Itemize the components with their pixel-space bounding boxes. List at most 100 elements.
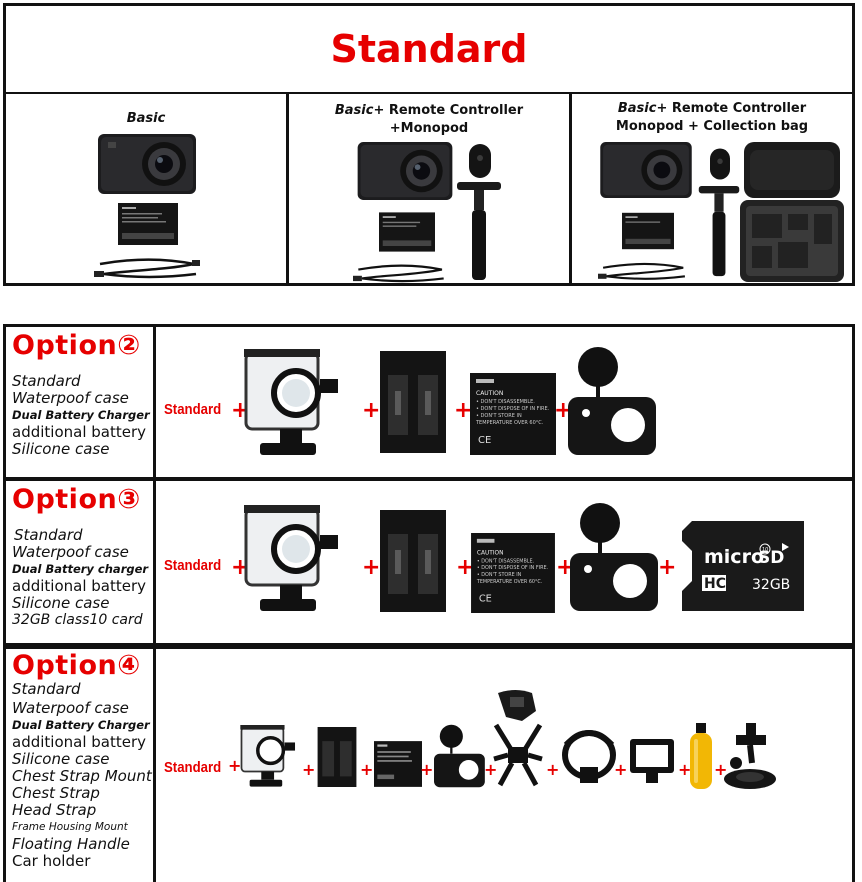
microsd-card-image: micro SD 10 HC 32GB bbox=[682, 521, 804, 611]
standard-columns: Basic bbox=[6, 92, 852, 283]
plus-sign: + bbox=[420, 760, 434, 779]
option-item: Silicone case bbox=[12, 440, 110, 458]
chest-strap-mount-image bbox=[498, 690, 536, 721]
option-2-list: Option② Standard Waterpoof case Dual Bat… bbox=[6, 327, 156, 477]
plus-sign: + bbox=[714, 760, 728, 779]
monopod-image bbox=[457, 182, 501, 280]
plus-sign: + bbox=[658, 555, 677, 580]
option-item: Silicone case bbox=[12, 750, 110, 768]
plus-sign: + bbox=[554, 398, 573, 423]
option-item: Standard bbox=[12, 680, 81, 698]
option-2-title: Option② bbox=[12, 330, 141, 361]
sd-capacity: 32GB bbox=[752, 577, 790, 593]
option-item: additional battery bbox=[12, 733, 147, 751]
standard-label: Standard bbox=[164, 401, 222, 418]
car-holder-image bbox=[724, 723, 776, 789]
option-4-section: Option④ Standard Waterpoof case Dual Bat… bbox=[3, 646, 855, 882]
battery-text: • DON'T DISPOSE OF IN FIRE. bbox=[476, 406, 550, 412]
plus-sign: + bbox=[678, 760, 692, 779]
option-4-list: Option④ Standard Waterpoof case Dual Bat… bbox=[6, 649, 156, 882]
option-item: Silicone case bbox=[12, 594, 110, 612]
plus-sign: + bbox=[484, 760, 498, 779]
option-item: Dual Battery charger bbox=[12, 562, 149, 576]
monopod-image bbox=[698, 186, 740, 277]
option-item: Waterpoof case bbox=[12, 699, 129, 717]
plus-sign: + bbox=[546, 760, 560, 779]
ce-mark: CE bbox=[479, 593, 492, 604]
option-3-title: Option③ bbox=[12, 484, 141, 515]
remote-controller-image bbox=[469, 144, 491, 178]
option-item: Chest Strap Mount bbox=[12, 767, 152, 785]
basic-remote-monopod-column: Basic+ Remote Controller +Monopod bbox=[286, 92, 569, 283]
option-item: Standard bbox=[14, 526, 83, 544]
plus-sign: + bbox=[556, 555, 575, 580]
option-item: Standard bbox=[12, 372, 81, 390]
camera-image bbox=[98, 134, 196, 194]
option-item: Waterpoof case bbox=[12, 389, 129, 407]
waterproof-case-image bbox=[240, 725, 296, 787]
option-item: Head Strap bbox=[12, 801, 97, 819]
basic-caption: Basic bbox=[6, 110, 286, 128]
plus-sign: + bbox=[228, 756, 242, 775]
plus-sign: + bbox=[456, 555, 475, 580]
remote-controller-image bbox=[710, 148, 730, 180]
sd-brand: micro bbox=[704, 546, 764, 568]
option-item: Waterpoof case bbox=[12, 543, 129, 561]
collection-bag-image bbox=[740, 142, 844, 282]
battery-text: • DON'T DISASSEMBLE. bbox=[476, 399, 535, 405]
sd-hc: HC bbox=[704, 576, 726, 592]
option-3-section: Option③ Standard Waterpoof case Dual Bat… bbox=[3, 478, 855, 646]
option-item: Car holder bbox=[12, 852, 91, 870]
usb-cable-image bbox=[598, 262, 686, 280]
basic-caption-lead: Basic bbox=[126, 111, 166, 126]
chest-strap-image bbox=[493, 723, 543, 787]
remote-monopod-caption-lead: Basic bbox=[334, 103, 374, 118]
dual-battery-charger-image bbox=[317, 727, 357, 787]
plus-sign: + bbox=[362, 398, 381, 423]
battery-text: • DON'T DISASSEMBLE. bbox=[477, 558, 535, 564]
plus-sign: + bbox=[454, 398, 473, 423]
floating-handle-image bbox=[690, 723, 712, 789]
usb-cable-image bbox=[353, 264, 444, 283]
option-item: Chest Strap bbox=[12, 784, 100, 802]
battery-text: • DON'T STORE IN bbox=[476, 413, 522, 419]
option-4-title: Option④ bbox=[12, 650, 141, 681]
option-3-products: Standard + + + CAUTION • DON'T DISASSEMB… bbox=[156, 481, 852, 643]
option-item: Dual Battery Charger bbox=[12, 408, 150, 422]
battery-image: CAUTION • DON'T DISASSEMBLE. • DON'T DIS… bbox=[471, 533, 555, 613]
battery-text: CAUTION bbox=[477, 550, 504, 556]
silicone-case-image bbox=[570, 503, 658, 611]
dual-battery-charger-image bbox=[380, 510, 446, 612]
option-item: 32GB class10 card bbox=[12, 612, 143, 628]
bag-caption-lead: Basic bbox=[617, 101, 657, 116]
usb-cable-image bbox=[94, 258, 200, 279]
bag-caption-rest: + Remote Controller bbox=[656, 101, 807, 116]
frame-housing-mount-image bbox=[630, 739, 674, 783]
option-item: Dual Battery Charger bbox=[12, 718, 150, 732]
battery-text: CAUTION bbox=[476, 390, 503, 397]
waterproof-case-image bbox=[244, 505, 338, 611]
plus-sign: + bbox=[614, 760, 628, 779]
remote-monopod-caption: Basic+ Remote Controller +Monopod bbox=[289, 102, 569, 138]
battery-image bbox=[379, 212, 435, 252]
waterproof-case-image bbox=[244, 349, 338, 455]
silicone-case-image bbox=[434, 724, 485, 788]
silicone-case-image bbox=[568, 347, 656, 455]
standard-label: Standard bbox=[164, 557, 222, 574]
battery-image bbox=[118, 203, 178, 245]
remote-monopod-caption-line2: +Monopod bbox=[389, 121, 469, 136]
battery-image bbox=[622, 212, 674, 250]
camera-image bbox=[357, 142, 453, 200]
plus-sign: + bbox=[302, 760, 316, 779]
sd-logo: SD bbox=[758, 548, 784, 568]
option-item: additional battery bbox=[12, 423, 147, 441]
standard-title: Standard bbox=[6, 6, 852, 94]
option-2-section: Option② Standard Waterpoof case Dual Bat… bbox=[3, 324, 855, 480]
battery-text: TEMPERATURE OVER 60°C. bbox=[476, 579, 543, 585]
option-3-list: Option③ Standard Waterpoof case Dual Bat… bbox=[6, 481, 156, 643]
option-2-products: Standard + + + CAUTION • DON'T DISASSEMB… bbox=[156, 327, 852, 477]
basic-column: Basic bbox=[6, 92, 286, 283]
basic-remote-monopod-bag-column: Basic+ Remote Controller Monopod + Colle… bbox=[569, 92, 852, 283]
ce-mark: CE bbox=[478, 435, 491, 446]
option-item: additional battery bbox=[12, 577, 147, 595]
